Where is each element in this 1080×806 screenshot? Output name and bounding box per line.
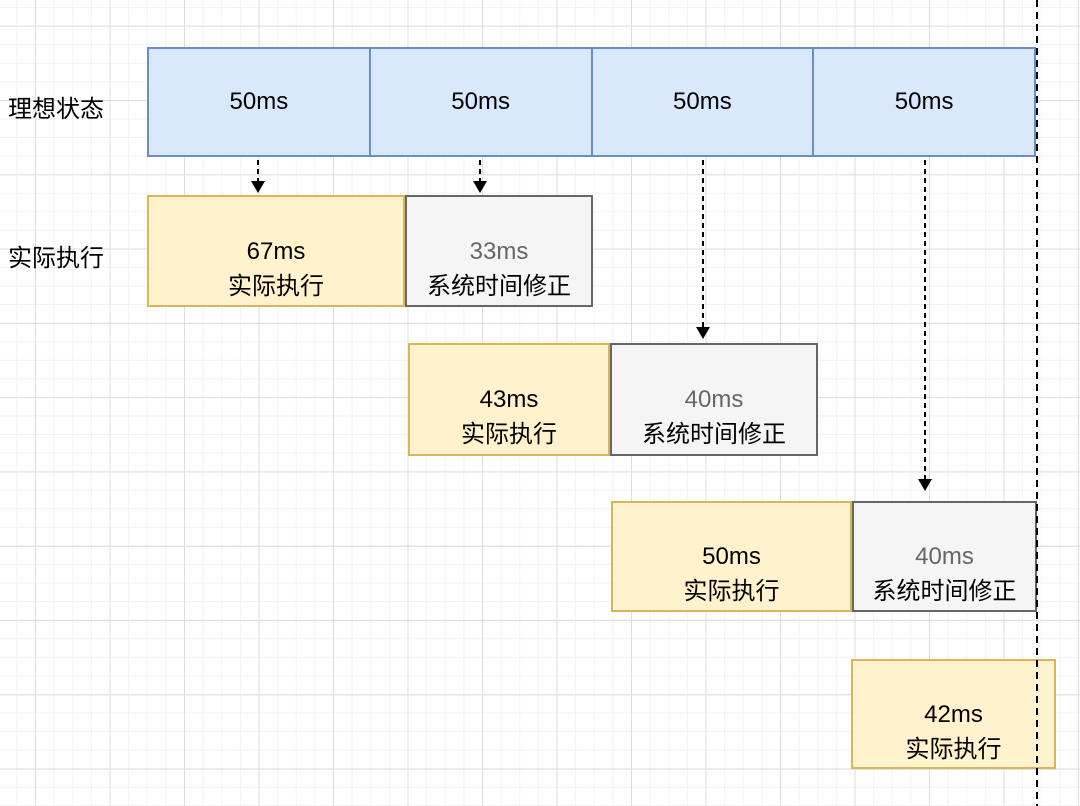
deadline-dashed-line xyxy=(1036,0,1038,806)
dashed-arrow-2 xyxy=(473,160,487,193)
dashed-arrow-2-shaft xyxy=(479,160,481,182)
arrowhead-down-icon xyxy=(918,479,932,491)
correction-block-3-duration: 40ms xyxy=(915,543,974,570)
row-label-ideal: 理想状态 xyxy=(8,96,104,123)
dashed-arrow-3 xyxy=(696,160,710,339)
actual-block-1-label: 实际执行 xyxy=(228,272,324,300)
correction-block-2-duration: 40ms xyxy=(684,386,744,413)
arrowhead-down-icon xyxy=(251,181,265,193)
row-label-actual: 实际执行 xyxy=(8,245,104,272)
arrowhead-down-icon xyxy=(473,181,487,193)
correction-block-1: 33ms 系统时间修正 xyxy=(405,195,593,307)
actual-block-2-duration: 43ms xyxy=(479,386,539,413)
actual-block-1: 67ms 实际执行 xyxy=(147,195,405,307)
dashed-arrow-1-shaft xyxy=(257,160,259,182)
correction-block-3-label: 系统时间修正 xyxy=(872,578,1017,605)
ideal-slot-3: 50ms xyxy=(590,49,813,155)
actual-block-2: 43ms 实际执行 xyxy=(408,343,610,456)
actual-block-1-duration: 67ms xyxy=(246,237,306,265)
actual-block-3-label: 实际执行 xyxy=(683,578,780,605)
actual-block-4-duration: 42ms xyxy=(924,700,983,728)
correction-block-2: 40ms 系统时间修正 xyxy=(610,343,818,456)
ideal-slot-1: 50ms xyxy=(229,88,289,115)
correction-block-1-label: 系统时间修正 xyxy=(427,272,571,300)
ideal-slot-4: 50ms xyxy=(812,49,1034,155)
arrowhead-down-icon xyxy=(696,327,710,339)
actual-block-3-duration: 50ms xyxy=(702,543,761,570)
correction-block-3: 40ms 系统时间修正 xyxy=(852,501,1037,612)
correction-block-1-duration: 33ms xyxy=(469,237,529,265)
dashed-arrow-3-shaft xyxy=(702,160,704,328)
actual-block-4-label: 实际执行 xyxy=(905,735,1002,763)
actual-block-4: 42ms 实际执行 xyxy=(851,659,1056,769)
ideal-slot-2: 50ms xyxy=(368,49,591,155)
dashed-arrow-4-shaft xyxy=(924,160,926,480)
dashed-arrow-1 xyxy=(251,160,265,193)
actual-block-3: 50ms 实际执行 xyxy=(611,501,852,612)
correction-block-2-label: 系统时间修正 xyxy=(642,421,786,448)
dashed-arrow-4 xyxy=(918,160,932,491)
actual-block-2-label: 实际执行 xyxy=(461,421,557,448)
ideal-timeline-bar: 50ms 50ms 50ms 50ms xyxy=(147,47,1036,157)
